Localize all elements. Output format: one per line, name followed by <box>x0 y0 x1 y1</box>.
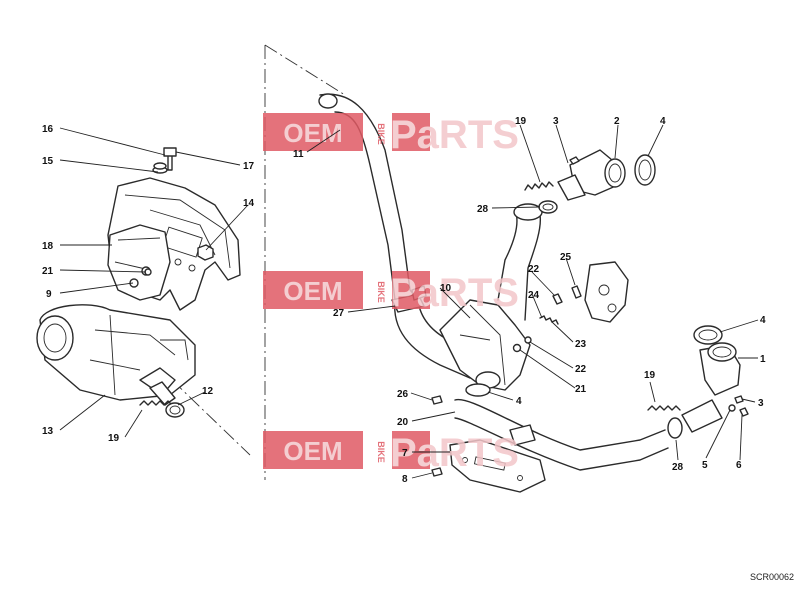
callout-19-upper: 19 <box>515 116 527 127</box>
callout-12: 12 <box>202 386 214 397</box>
spring-upper <box>524 181 554 191</box>
lower-pipe <box>454 398 669 471</box>
callout-22-upper: 22 <box>528 264 540 275</box>
svg-text:OEM: OEM <box>283 436 342 466</box>
callout-17: 17 <box>243 161 255 172</box>
callout-13: 13 <box>42 426 54 437</box>
callout-11: 11 <box>293 149 304 160</box>
heat-guard <box>449 439 546 493</box>
spring-left <box>139 400 173 406</box>
callout-25: 25 <box>560 252 572 263</box>
callout-21-left: 21 <box>42 266 54 277</box>
gasket-left <box>165 402 185 418</box>
svg-text:OEM: OEM <box>283 276 342 306</box>
gasket-4-upper <box>634 154 656 186</box>
drawing-code: SCR00062 <box>749 572 794 582</box>
heat-shield <box>107 224 171 301</box>
gasket-28-lower <box>667 417 683 439</box>
callout-23: 23 <box>575 339 587 350</box>
callout-14: 14 <box>243 198 255 209</box>
watermark-top: OEM BIKE PaRTS <box>263 113 519 157</box>
svg-text:BIKE: BIKE <box>376 123 386 145</box>
callout-4-right: 4 <box>760 315 766 326</box>
callout-22-lower: 22 <box>575 364 587 375</box>
screw-top <box>163 147 177 171</box>
spring-23 <box>539 315 559 325</box>
callout-15: 15 <box>42 156 54 167</box>
collector <box>439 299 531 391</box>
svg-text:PaRTS: PaRTS <box>390 113 519 157</box>
nut-22-right <box>524 336 532 344</box>
nut-21-right <box>512 343 522 353</box>
nut-14 <box>197 244 214 261</box>
header-pipe-assembly <box>318 93 749 493</box>
callout-7: 7 <box>402 448 408 459</box>
callout-19-left: 19 <box>108 433 120 444</box>
gasket-4-mid <box>465 383 491 397</box>
spring-lower <box>647 405 681 411</box>
separator-line <box>264 44 346 480</box>
callout-5: 5 <box>702 460 708 471</box>
callout-8: 8 <box>402 474 408 485</box>
watermark-bottom: OEM BIKE PaRTS <box>263 431 519 475</box>
callout-4-mid: 4 <box>516 396 522 407</box>
callout-24: 24 <box>528 290 540 301</box>
bolt-25 <box>571 285 582 299</box>
gasket-4-right <box>693 325 723 345</box>
callout-6: 6 <box>736 460 742 471</box>
callout-10: 10 <box>440 283 452 294</box>
svg-text:BIKE: BIKE <box>376 281 386 303</box>
bolt-22 <box>552 293 563 305</box>
callout-16: 16 <box>42 124 54 135</box>
callout-2: 2 <box>614 116 620 127</box>
callout-19-lower: 19 <box>644 370 656 381</box>
bolt-3-right <box>734 395 744 404</box>
svg-text:PaRTS: PaRTS <box>390 431 519 475</box>
watermark-middle: OEM BIKE PaRTS <box>263 271 519 315</box>
gasket-28-upper <box>538 200 558 214</box>
bolt-8 <box>431 467 443 477</box>
callout-27: 27 <box>333 308 345 319</box>
cylinder-bracket <box>584 261 629 323</box>
callout-21-right: 21 <box>575 384 587 395</box>
svg-text:OEM: OEM <box>283 118 342 148</box>
callout-28-upper: 28 <box>477 204 489 215</box>
bolt-26 <box>431 395 443 405</box>
callout-3-upper: 3 <box>553 116 559 127</box>
callout-18: 18 <box>42 241 54 252</box>
callout-26: 26 <box>397 389 409 400</box>
callout-9: 9 <box>46 289 52 300</box>
callout-28-lower: 28 <box>672 462 684 473</box>
callout-3-right: 3 <box>758 398 764 409</box>
svg-text:PaRTS: PaRTS <box>390 271 519 315</box>
svg-text:BIKE: BIKE <box>376 441 386 463</box>
bolt-6 <box>739 407 749 417</box>
callout-1: 1 <box>760 354 766 365</box>
callouts: 16 15 17 14 18 21 9 13 12 19 11 27 10 19… <box>42 116 766 485</box>
callout-20: 20 <box>397 417 409 428</box>
callout-4-upper: 4 <box>660 116 666 127</box>
washer-5 <box>728 404 736 412</box>
muffler-assembly <box>36 147 241 418</box>
leader-lines <box>59 124 759 479</box>
